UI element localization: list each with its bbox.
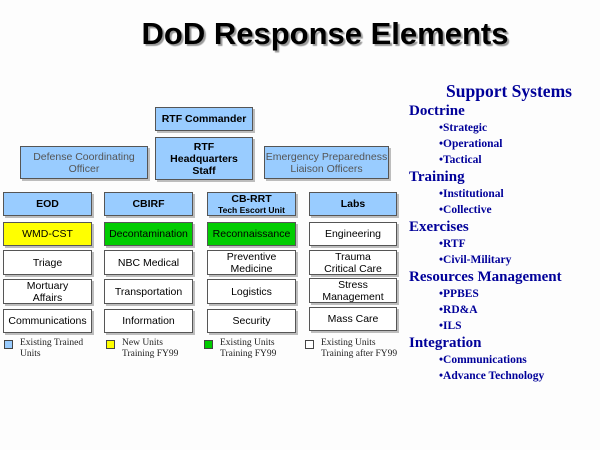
support-item: •Civil-Military	[439, 254, 512, 266]
capability-label: Stress	[338, 278, 368, 291]
hq-line-3: Staff	[192, 164, 216, 177]
capability-label: Triage	[32, 256, 63, 269]
support-item: •RD&A	[439, 304, 478, 316]
capability-label: Communications	[8, 315, 87, 327]
unit-eod: EOD	[3, 192, 92, 216]
support-item: •Communications	[439, 354, 527, 366]
capability-label: Critical Care	[324, 262, 382, 275]
support-item: •RTF	[439, 238, 466, 250]
capability-decontamination: Decontamination	[104, 222, 193, 246]
unit-label: CBIRF	[132, 198, 165, 210]
support-category: Training	[409, 169, 465, 185]
support-category: Exercises	[409, 219, 469, 235]
support-category: Resources Management	[409, 269, 562, 285]
legend-swatch-yellow	[106, 340, 115, 349]
legend-line: New Units	[122, 338, 163, 348]
support-item: •Strategic	[439, 122, 488, 134]
hq-line-1: RTF	[193, 140, 215, 153]
capability-label: Preventive	[226, 250, 277, 263]
capability-label: Affairs	[32, 291, 63, 304]
support-item: •Institutional	[439, 188, 504, 200]
rtf-commander-label: RTF Commander	[161, 113, 247, 125]
capability-label: Transportation	[114, 285, 183, 298]
capability-label: WMD-CST	[22, 228, 73, 240]
support-category: Integration	[409, 335, 482, 351]
support-systems-heading: Support Systems	[446, 81, 572, 101]
unit-label: Labs	[340, 198, 366, 210]
emergency-preparedness-box: Emergency Preparedness Liaison Officers	[264, 146, 389, 179]
legend-line: Training after FY99	[321, 349, 398, 359]
dco-line-2: Officer	[68, 162, 100, 175]
capability-label: Reconnaissance	[212, 228, 291, 240]
legend-line: Existing Trained	[20, 338, 84, 348]
legend-line: Existing Units	[220, 338, 275, 348]
rtf-commander-box: RTF Commander	[155, 107, 253, 131]
support-item: •Advance Technology	[439, 370, 545, 382]
legend-line: Training FY99	[122, 349, 179, 359]
capability-label: Engineering	[324, 228, 382, 240]
legend-swatch-white	[305, 340, 314, 349]
capability-triage: Triage	[3, 250, 92, 275]
capability-label: Medicine	[230, 262, 273, 275]
eplo-line-1: Emergency Preparedness	[265, 150, 388, 163]
capability-security: Security	[207, 309, 296, 333]
capability-nbc-medical: NBC Medical	[104, 250, 193, 275]
capability-reconnaissance: Reconnaissance	[207, 222, 296, 246]
capability-label: Mass Care	[327, 313, 379, 325]
unit-cbirf: CBIRF	[104, 192, 193, 216]
support-item: •ILS	[439, 320, 462, 332]
support-category: Doctrine	[409, 103, 465, 119]
unit-label: EOD	[36, 198, 59, 210]
capability-label: Management	[322, 290, 384, 303]
legend-swatch-green	[204, 340, 213, 349]
capability-wmd-cst: WMD-CST	[3, 222, 92, 246]
legend-line: Existing Units	[321, 338, 376, 348]
capability-transportation: Transportation	[104, 279, 193, 304]
unit-cb-rrt: CB-RRT Tech Escort Unit	[207, 192, 296, 216]
capability-label: Information	[122, 315, 175, 327]
unit-label: CB-RRT	[231, 192, 272, 205]
defense-coordinating-officer-box: Defense Coordinating Officer	[20, 146, 148, 179]
support-item: •PPBES	[439, 288, 479, 300]
capability-mass-care: Mass Care	[309, 307, 397, 331]
unit-labs: Labs	[309, 192, 397, 216]
page-title: DoD Response Elements	[141, 16, 509, 51]
support-item: •Tactical	[439, 154, 482, 166]
legend-swatch-blue	[4, 340, 13, 349]
support-item: •Collective	[439, 204, 492, 216]
capability-label: NBC Medical	[117, 256, 180, 269]
capability-label: Logistics	[231, 285, 272, 298]
dco-line-1: Defense Coordinating	[33, 150, 135, 163]
capability-label: Decontamination	[109, 228, 188, 240]
unit-sublabel: Tech Escort Unit	[218, 204, 285, 215]
eplo-line-2: Liaison Officers	[290, 162, 363, 175]
support-item: •Operational	[439, 138, 503, 150]
capability-logistics: Logistics	[207, 279, 296, 304]
capability-label: Trauma	[335, 250, 371, 263]
legend-line: Units	[20, 349, 41, 359]
support-systems-panel: Support Systems Doctrine •Strategic •Opera…	[409, 80, 599, 384]
capability-information: Information	[104, 309, 193, 333]
capability-communications: Communications	[3, 309, 92, 333]
capability-engineering: Engineering	[309, 222, 397, 246]
capability-label: Mortuary	[26, 279, 69, 292]
hq-line-2: Headquarters	[170, 152, 238, 165]
legend-line: Training FY99	[220, 349, 277, 359]
capability-label: Security	[232, 315, 271, 327]
rtf-hq-staff-box: RTF Headquarters Staff	[155, 137, 253, 180]
